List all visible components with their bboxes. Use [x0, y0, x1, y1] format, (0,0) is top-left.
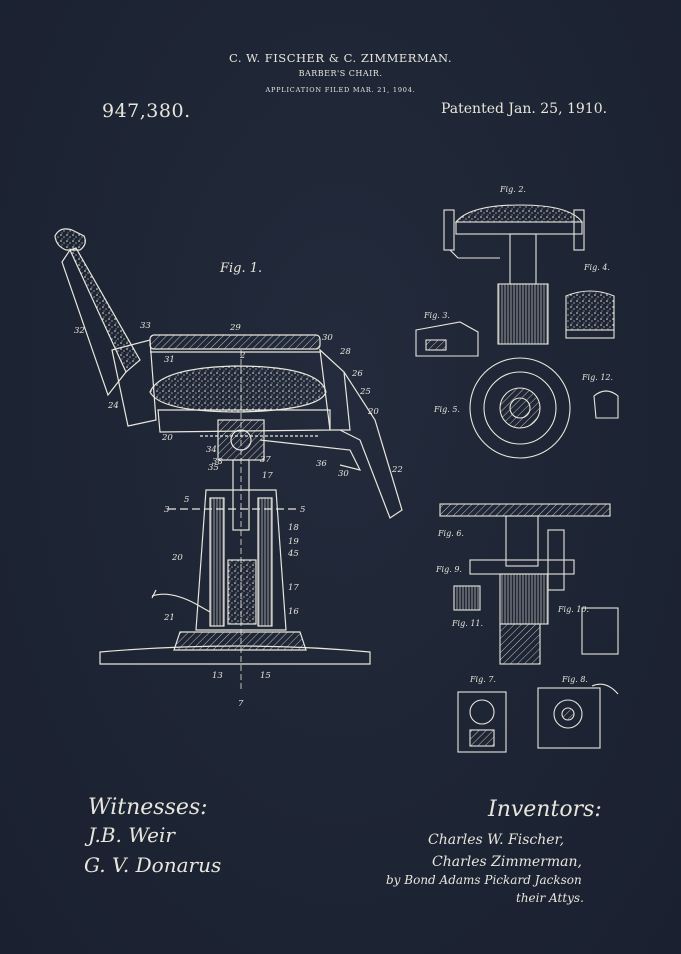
ref-numeral: 19	[288, 537, 299, 547]
fig8-label: Fig. 8.	[561, 675, 588, 684]
fig12-label: Fig. 12.	[581, 373, 613, 382]
inventors-heading: Inventors:	[487, 797, 602, 822]
ref-numeral: 29	[229, 323, 241, 333]
figure-5-drawing	[469, 357, 571, 459]
ref-numeral: 30	[322, 333, 333, 343]
figure-6-drawing	[439, 503, 619, 665]
ref-numeral: 15	[260, 671, 271, 681]
ref-numeral: 5	[184, 495, 189, 505]
inventor-names: C. W. FISCHER & C. ZIMMERMAN.	[228, 51, 453, 65]
attorneys-signature: by Bond Adams Pickard Jackson	[386, 873, 582, 887]
ref-numeral: 17	[262, 471, 273, 481]
ref-numeral: 20	[171, 553, 183, 563]
ref-numeral: 20	[367, 407, 379, 417]
fig11-label: Fig. 11.	[451, 619, 483, 628]
fig2-label: Fig. 2.	[499, 185, 526, 194]
ref-numeral: 38	[212, 457, 223, 467]
ref-numeral: 5	[300, 505, 305, 515]
figure-1-drawing	[54, 228, 403, 690]
ref-numeral: 36	[316, 459, 327, 469]
ref-numeral: 13	[212, 671, 223, 681]
ref-numeral: 45	[287, 549, 299, 559]
fig3-label: Fig. 3.	[423, 311, 450, 320]
fig5-label: Fig. 5.	[433, 405, 460, 414]
fig7-label: Fig. 7.	[469, 675, 496, 684]
ref-numeral: 21	[163, 613, 175, 623]
ref-numeral: 7	[238, 699, 244, 709]
ref-numeral: 28	[339, 347, 351, 357]
ref-numeral: 3	[164, 505, 169, 515]
ref-numeral: 30	[338, 469, 349, 479]
ref-numeral: 18	[288, 523, 299, 533]
fig9-label: Fig. 9.	[435, 565, 462, 574]
fig1-label: Fig. 1.	[219, 261, 262, 276]
ref-numeral: 2	[239, 351, 245, 361]
ref-numeral: 37	[260, 455, 271, 465]
ref-numeral: 24	[107, 401, 119, 411]
attorneys-role: their Attys.	[516, 891, 584, 905]
fig10-label: Fig. 10.	[557, 605, 589, 614]
ref-numeral: 35	[208, 463, 219, 473]
figure-4-drawing	[565, 290, 615, 339]
figure-7-8-drawing	[457, 683, 619, 753]
witnesses-heading: Witnesses:	[88, 795, 208, 820]
ref-numeral: 26	[351, 369, 363, 379]
figure-2-drawing	[443, 204, 585, 345]
fig4-label: Fig. 4.	[583, 263, 610, 272]
figure-3-drawing	[415, 321, 479, 357]
ref-numeral: 22	[391, 465, 403, 475]
fig6-label: Fig. 6.	[437, 529, 464, 538]
inventor-1-signature: Charles W. Fischer,	[428, 832, 564, 848]
ref-numeral: 34	[206, 445, 217, 455]
ref-numeral: 32	[74, 326, 85, 336]
witness-1-signature: J.B. Weir	[84, 823, 176, 847]
figure-12-drawing	[593, 390, 619, 419]
inventor-2-signature: Charles Zimmerman,	[432, 854, 582, 870]
patent-number: 947,380.	[102, 100, 191, 122]
ref-numeral: 17	[288, 583, 299, 593]
patented-date: Patented Jan. 25, 1910.	[441, 101, 608, 117]
ref-numeral: 31	[164, 355, 175, 365]
ref-numeral: 20	[161, 433, 173, 443]
ref-numeral: 16	[288, 607, 299, 617]
ref-numeral: 25	[359, 387, 371, 397]
ref-numeral: 33	[140, 321, 151, 331]
application-date: APPLICATION FILED MAR. 21, 1904.	[265, 86, 416, 94]
patent-subject: BARBER'S CHAIR.	[298, 69, 383, 78]
witness-2-signature: G. V. Donarus	[84, 853, 221, 877]
